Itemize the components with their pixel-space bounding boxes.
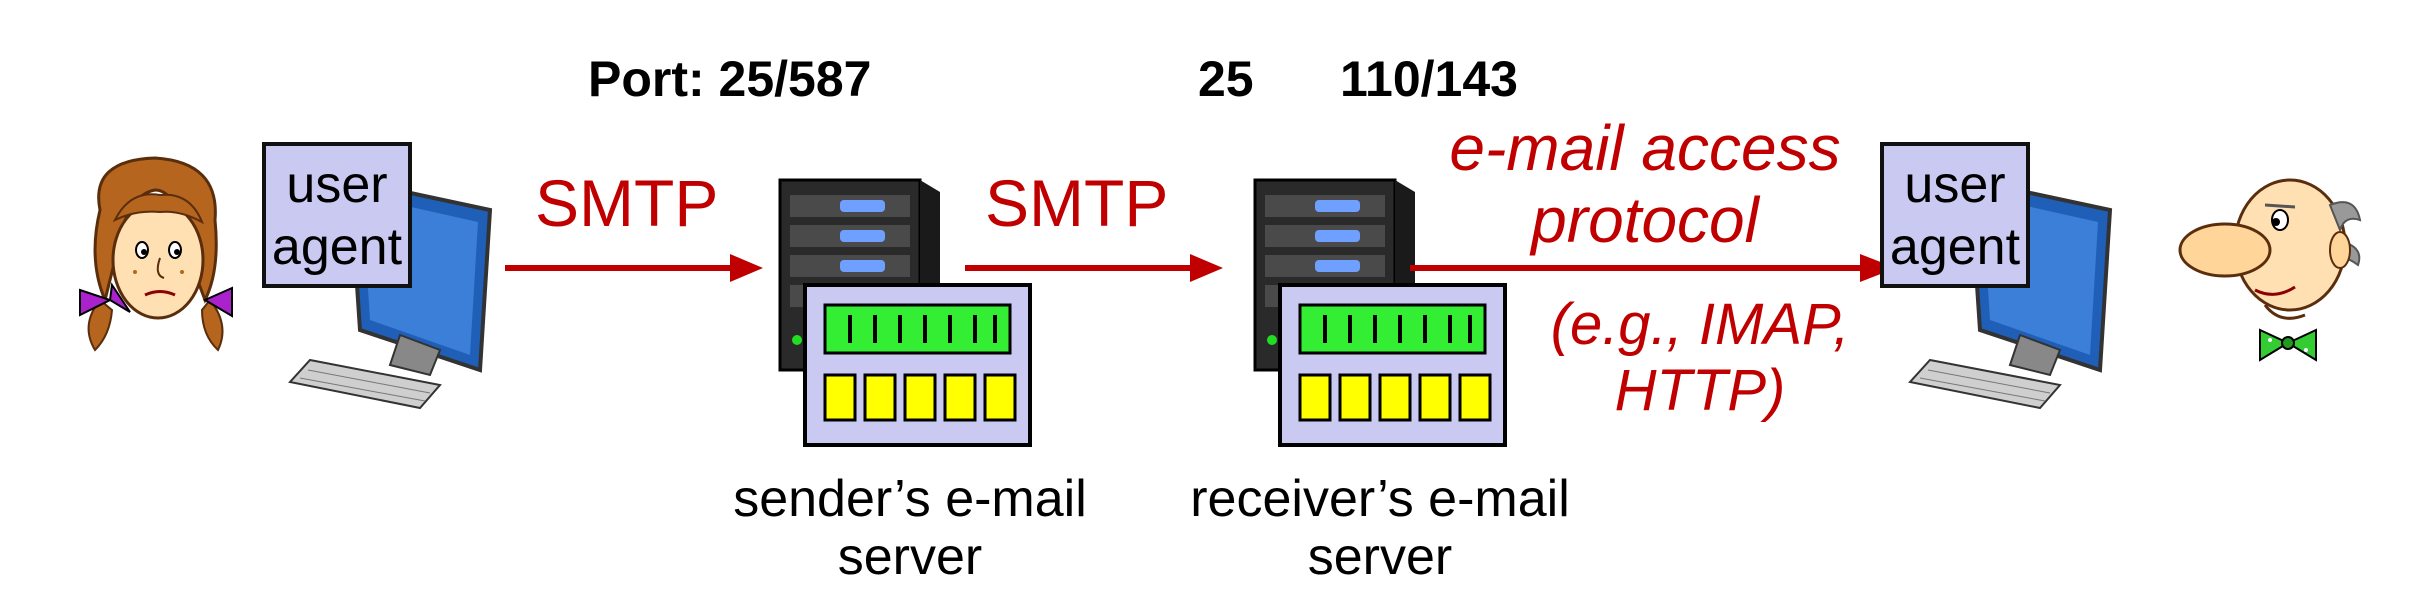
sender-server-caption: sender’s e-mail server: [700, 470, 1120, 586]
access-examples-line1: (e.g., IMAP,: [1550, 292, 1850, 357]
port-label: Port: 25/587: [588, 51, 872, 107]
smtp-port-label: 25: [1198, 51, 1254, 107]
receiver-mail-server-icon: [1253, 178, 1507, 447]
smtp-arrow-2: [965, 254, 1223, 282]
user-agent-right-box: user agent: [1880, 142, 2030, 288]
receiver-server-caption: receiver’s e-mail server: [1150, 470, 1610, 586]
user-agent-right-line2: agent: [1889, 218, 2021, 276]
access-protocol-examples: (e.g., IMAP, HTTP): [1520, 292, 1880, 424]
access-protocol-label: e-mail access protocol: [1410, 112, 1880, 256]
access-protocol-line2: protocol: [1531, 184, 1759, 256]
access-protocol-arrow: [1410, 254, 1896, 282]
sender-server-line1: sender’s e-mail: [733, 470, 1087, 528]
access-examples-line2: HTTP): [1614, 358, 1786, 423]
server-drive-bays: [1265, 195, 1385, 307]
user-agent-left-line2: agent: [271, 218, 403, 276]
receiver-person-icon: [2178, 178, 2362, 362]
receiver-server-line1: receiver’s e-mail: [1190, 470, 1570, 528]
smtp-label-2: SMTP: [985, 166, 1169, 240]
smtp-arrow-1: [505, 254, 763, 282]
sender-mail-server-icon: [778, 178, 1032, 447]
sender-server-line2: server: [837, 528, 983, 586]
access-port-label: 110/143: [1340, 51, 1518, 107]
user-agent-left-line1: user: [286, 156, 388, 214]
user-agent-left-box: user agent: [262, 142, 412, 288]
server-drive-bays: [790, 195, 910, 307]
sender-person-icon: [79, 156, 233, 352]
smtp-label-1: SMTP: [535, 166, 719, 240]
receiver-server-line2: server: [1307, 528, 1453, 586]
user-agent-right-line1: user: [1904, 156, 2006, 214]
access-protocol-line1: e-mail access: [1449, 112, 1841, 184]
